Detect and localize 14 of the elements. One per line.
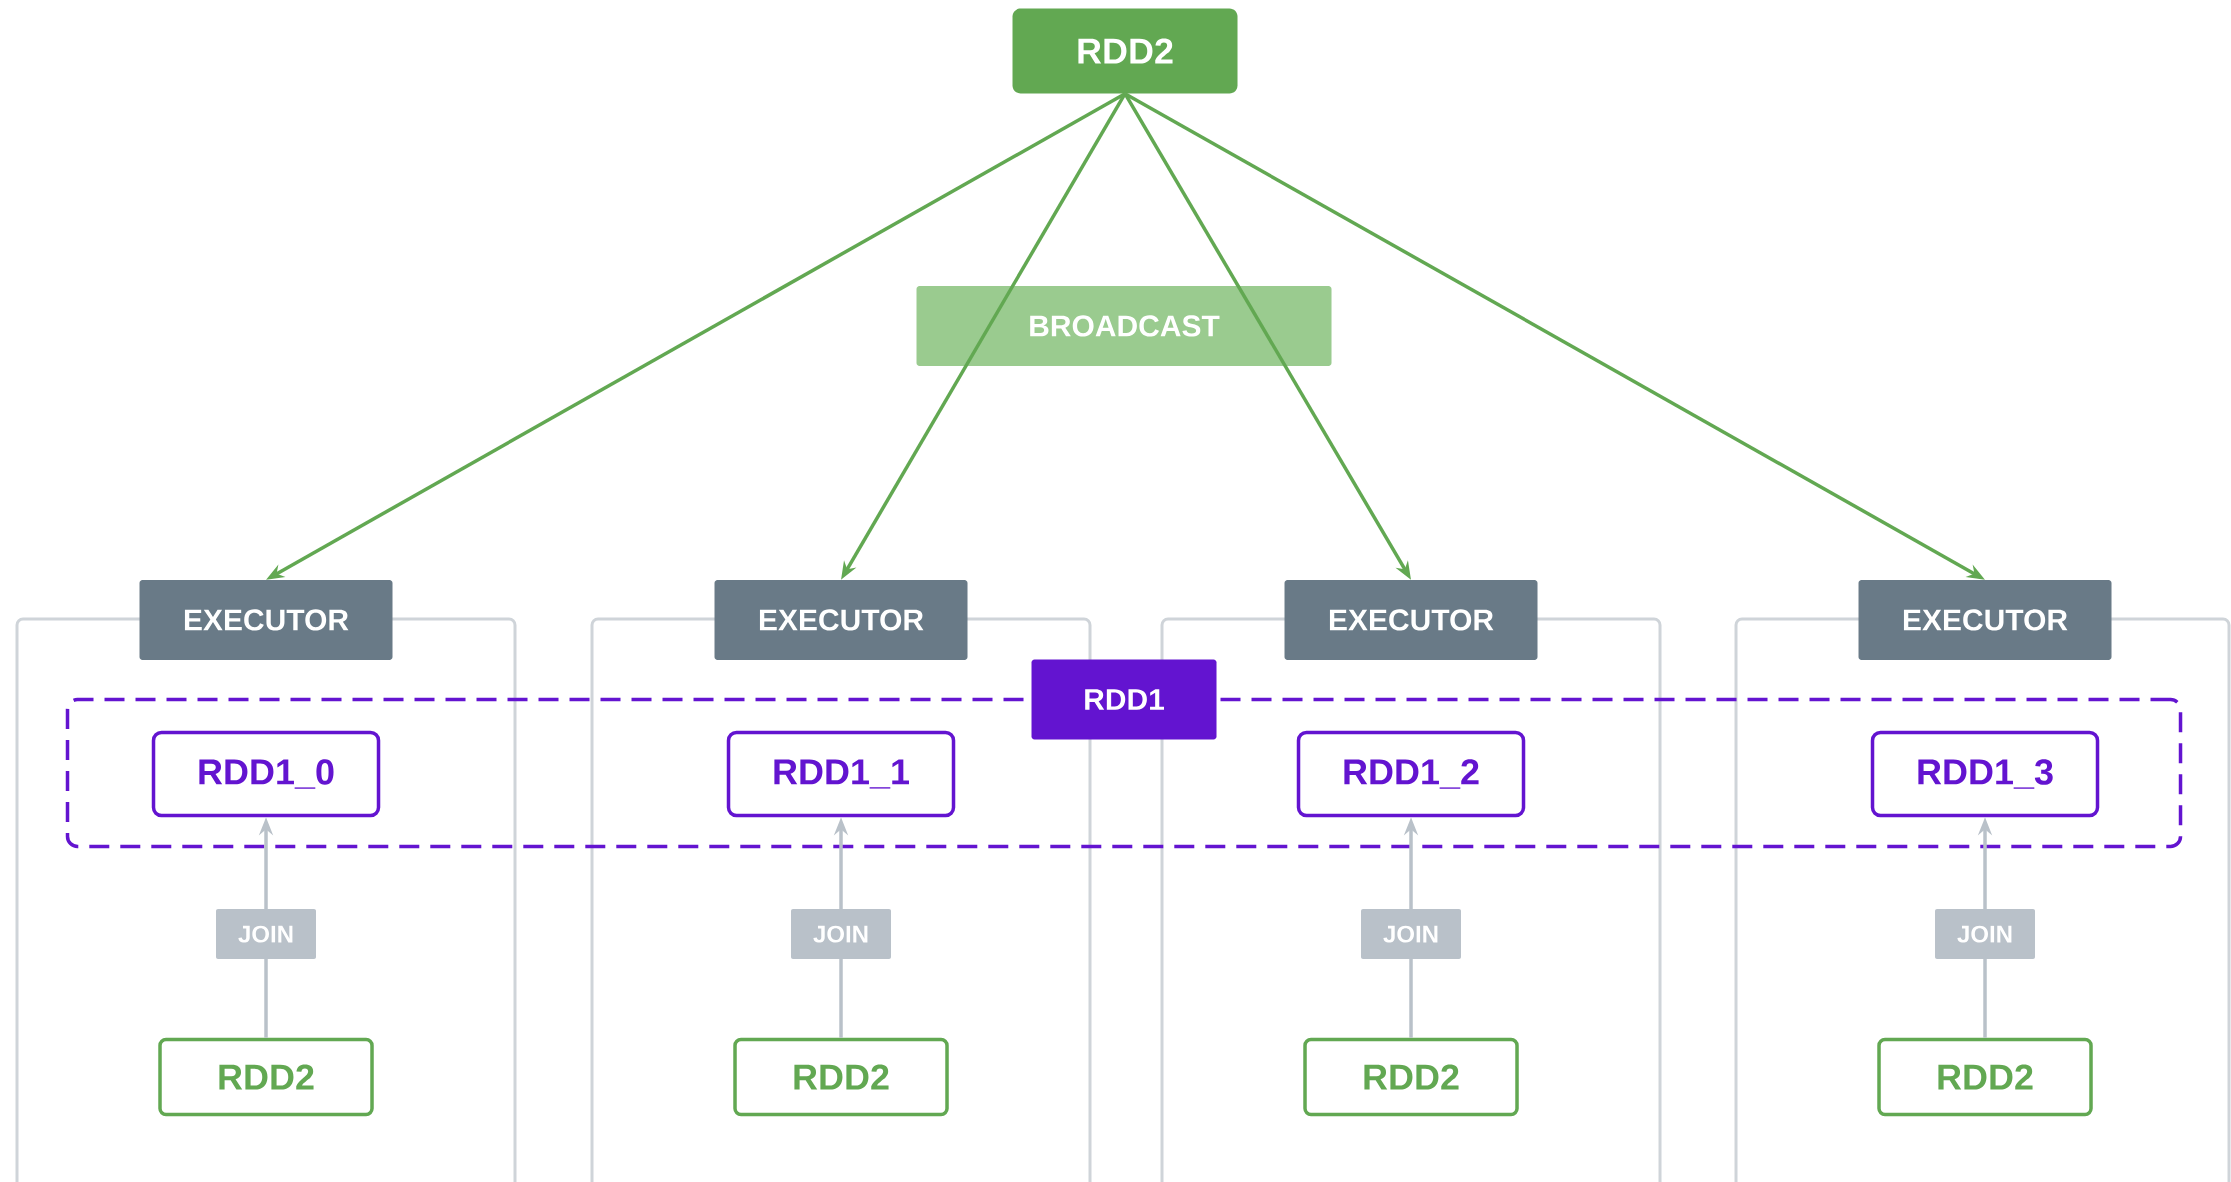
data-box: RDD2 — [1877, 1037, 2093, 1117]
data-box: RDD2 — [733, 1037, 949, 1117]
partition-box: RDD1_3 — [1870, 730, 2100, 818]
edge-label: JOIN — [1935, 909, 2035, 960]
partition-box: RDD1_0 — [151, 730, 381, 818]
edge-label: JOIN — [1361, 909, 1461, 960]
data-box: RDD2 — [1303, 1037, 1519, 1117]
broadcast-band: BROADCAST — [916, 286, 1332, 366]
partition-box: RDD1_2 — [1296, 730, 1526, 818]
edge-label: JOIN — [216, 909, 316, 960]
data-box: RDD2 — [158, 1037, 374, 1117]
edge-label: JOIN — [791, 909, 891, 960]
data-box: RDD2 — [1012, 8, 1238, 94]
partition-box: RDD1_1 — [726, 730, 956, 818]
